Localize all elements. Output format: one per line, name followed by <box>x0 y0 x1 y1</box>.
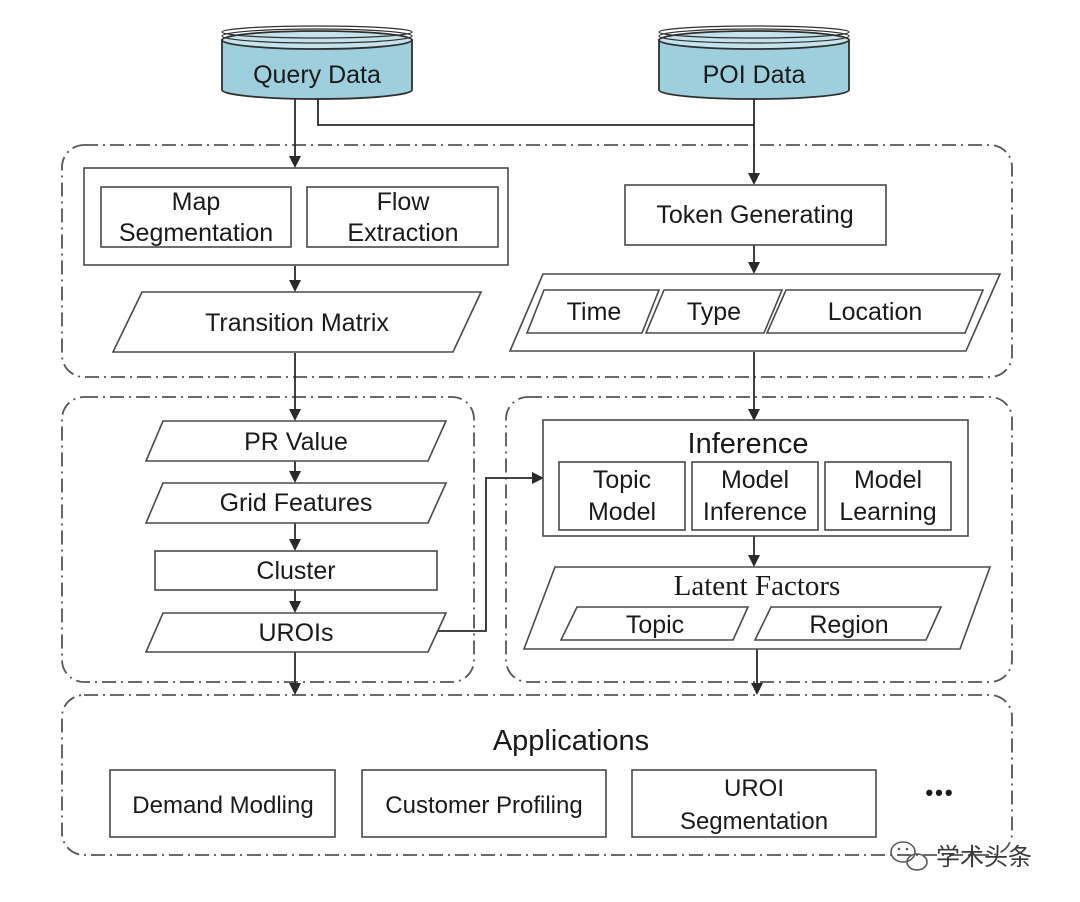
flow-extraction-line2: Extraction <box>347 219 458 247</box>
watermark-text: 学术头条 <box>936 843 1032 871</box>
time-token-box: Time <box>525 289 661 334</box>
line-query-to-poi <box>317 99 754 126</box>
token-generating-box: Token Generating <box>624 184 887 246</box>
uroi-detection-group <box>61 396 475 683</box>
map-segmentation-line1: Map <box>172 188 221 216</box>
location-token-box: Location <box>765 289 985 334</box>
demand-modling-label: Demand Modling <box>132 792 313 819</box>
uroi-segmentation-line1: UROI <box>724 775 784 802</box>
wechat-icon <box>890 841 928 871</box>
map-segmentation-box: Map Segmentation <box>100 186 292 248</box>
grid-features-box: Grid Features <box>144 482 448 524</box>
latent-factors-title: Latent Factors <box>674 570 841 602</box>
urois-label: UROIs <box>259 619 334 647</box>
applications-group <box>61 694 1013 856</box>
transition-matrix-label: Transition Matrix <box>205 309 389 337</box>
topic-model-group <box>505 396 1013 683</box>
region-box: Region <box>753 606 943 641</box>
preprocessing-group <box>61 144 1013 378</box>
token-generating-label: Token Generating <box>656 201 853 229</box>
watermark: 学术头条 <box>890 841 1032 871</box>
time-token-label: Time <box>567 298 622 326</box>
topic-box: Topic <box>559 606 750 641</box>
topic-model-box: Topic Model <box>558 461 686 531</box>
poi-data-label: POI Data <box>703 61 806 89</box>
type-token-label: Type <box>687 298 741 326</box>
pr-value-box: PR Value <box>144 420 448 462</box>
cluster-label: Cluster <box>256 557 335 585</box>
query-data-label: Query Data <box>253 61 381 89</box>
urois-box: UROIs <box>144 612 448 653</box>
query-data-database: Query Data <box>221 25 413 100</box>
model-learning-line1: Model <box>854 466 922 494</box>
location-token-label: Location <box>828 298 923 326</box>
customer-profiling-box: Customer Profiling <box>361 769 607 838</box>
applications-title: Applications <box>493 725 649 757</box>
region-label: Region <box>809 611 888 639</box>
topic-model-line1: Topic <box>593 466 651 494</box>
flow-extraction-line1: Flow <box>377 188 431 216</box>
inference-title: Inference <box>688 428 809 460</box>
topic-model-line2: Model <box>588 498 656 526</box>
model-learning-box: Model Learning <box>824 461 952 531</box>
customer-profiling-label: Customer Profiling <box>385 792 582 819</box>
uroi-segmentation-box: UROI Segmentation <box>631 769 877 838</box>
poi-data-database: POI Data <box>658 25 850 100</box>
flow-extraction-box: Flow Extraction <box>306 186 499 248</box>
uroi-segmentation-line2: Segmentation <box>680 808 828 835</box>
model-inference-line1: Model <box>721 466 789 494</box>
grid-features-label: Grid Features <box>220 489 373 517</box>
pr-value-label: PR Value <box>244 428 348 456</box>
type-token-box: Type <box>644 289 784 334</box>
model-inference-line2: Inference <box>703 498 807 526</box>
demand-modling-box: Demand Modling <box>109 769 336 838</box>
more-applications-ellipsis: ••• <box>925 780 954 805</box>
transition-matrix-box: Transition Matrix <box>111 291 483 353</box>
model-inference-box: Model Inference <box>691 461 819 531</box>
cluster-box: Cluster <box>154 550 438 591</box>
topic-label: Topic <box>626 611 684 639</box>
arrow-urois-to-inference <box>438 472 544 632</box>
model-learning-line2: Learning <box>839 498 936 526</box>
map-segmentation-line2: Segmentation <box>119 219 273 247</box>
